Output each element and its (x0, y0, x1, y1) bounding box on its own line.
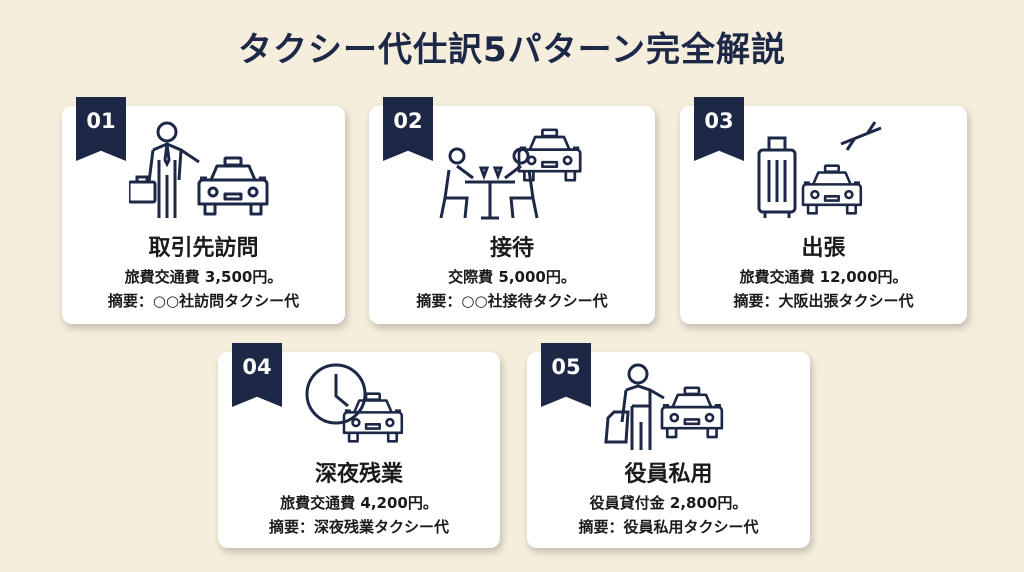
journal-entry: 旅費交通費 3,500円。 (124, 268, 283, 286)
pattern-name: 取引先訪問 (148, 236, 259, 261)
memo: 摘要：○○社訪問タクシー代 (107, 292, 300, 310)
luggage-plane-taxi-icon (757, 121, 882, 218)
number-badge: 03 (694, 97, 744, 161)
clock-taxi-icon (305, 363, 404, 443)
journal-entry: 役員貸付金 2,800円。 (589, 494, 748, 512)
memo: 摘要：○○社接待タクシー代 (416, 292, 608, 310)
journal-entry: 交際費 5,000円。 (448, 268, 576, 286)
memo: 摘要：大阪出張タクシー代 (733, 292, 914, 310)
journal-entry: 旅費交通費 4,200円。 (280, 494, 438, 512)
pattern-card-01: 01 取引先訪問 旅費交通費 3,500円。 摘要：○○社訪問タクシー代 (62, 97, 345, 324)
dining-taxi-icon (439, 128, 582, 220)
pattern-card-04: 04 深夜残業 旅費交通費 4,200円。 摘要：深夜残業タクシー代 (218, 343, 500, 548)
pattern-name: 深夜残業 (314, 462, 403, 487)
journal-entry: 旅費交通費 12,000円。 (739, 268, 908, 286)
pattern-name: 役員私用 (624, 462, 713, 487)
number-badge: 05 (541, 343, 591, 407)
person-shopping-taxi-icon (603, 363, 723, 450)
pattern-card-03: 03 出張 旅費交通費 12,000円。 摘要：大阪出張タクシー代 (680, 97, 967, 324)
pattern-card-05: 05 役員私用 役員貸付金 2,800円。 摘要：役員私用タクシー代 (527, 343, 810, 548)
number-badge: 02 (383, 97, 433, 161)
page-title: タクシー代仕訳5パターン完全解説 (238, 30, 786, 70)
businessman-taxi-icon (128, 121, 268, 218)
pattern-name: 接待 (489, 236, 534, 261)
memo: 摘要：役員私用タクシー代 (578, 518, 759, 536)
memo: 摘要：深夜残業タクシー代 (268, 518, 449, 536)
pattern-card-02: 02 接待 交際費 5,000円。 摘要：○○社接待タクシー代 (369, 97, 655, 324)
number-badge: 04 (232, 343, 282, 407)
pattern-name: 出張 (801, 236, 846, 261)
number-badge: 01 (76, 97, 126, 161)
